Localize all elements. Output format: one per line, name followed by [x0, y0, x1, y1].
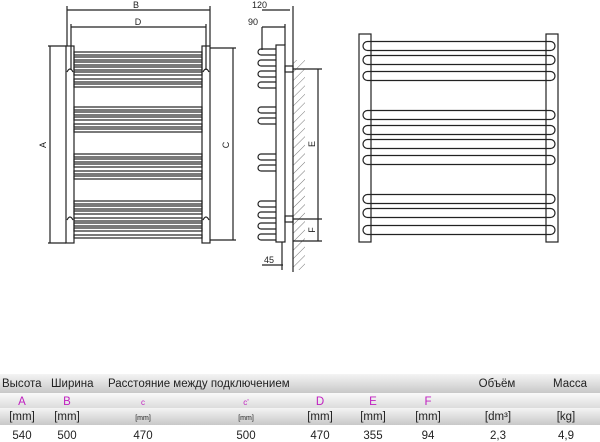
front-view: B D A C [38, 0, 236, 244]
side-fin [257, 48, 276, 56]
towel-tube [362, 207, 556, 219]
towel-tube [362, 54, 556, 66]
dim-label-90: 90 [248, 17, 258, 27]
dim-label-e: E [307, 141, 317, 147]
side-fin [257, 70, 276, 78]
table-value: 500 [57, 430, 76, 442]
dim-label-f: F [307, 227, 317, 233]
front-bar [73, 66, 203, 71]
front-bar [73, 170, 203, 175]
towel-tube [362, 124, 556, 136]
table-unit: [kg] [557, 411, 576, 423]
side-fin [257, 81, 276, 89]
front-bar [73, 158, 203, 163]
table-unit: [mm] [135, 415, 151, 422]
table-header: Высота [2, 378, 42, 390]
front-bar [73, 111, 203, 116]
table-value: 500 [236, 430, 255, 442]
side-fin [257, 164, 276, 172]
side-fin [257, 59, 276, 67]
side-fin [257, 106, 276, 114]
connection-mark [66, 68, 74, 73]
dim-label-120: 120 [252, 0, 267, 10]
front-bar [73, 227, 203, 232]
front-bar [73, 78, 203, 83]
table-value: 2,3 [490, 430, 506, 442]
front-bar [73, 61, 203, 66]
dim-label-a: A [38, 142, 48, 148]
side-fin [257, 200, 276, 208]
table-letter: B [63, 396, 71, 408]
table-value: 540 [12, 430, 31, 442]
front-bar [73, 175, 203, 180]
side-fin [257, 233, 276, 241]
table-letter: F [424, 396, 431, 408]
table-unit: [mm] [415, 411, 441, 423]
front-bar [73, 234, 203, 239]
front-bar [73, 51, 203, 56]
table-value: 470 [133, 430, 152, 442]
dim-label-45: 45 [264, 255, 274, 265]
table-unit: [mm] [9, 411, 35, 423]
table-header: Ширина [51, 378, 94, 390]
table-letter: E [369, 396, 377, 408]
front-bar [73, 222, 203, 227]
side-fin [257, 153, 276, 161]
table-unit: [dm³] [485, 411, 511, 423]
table-unit: [mm] [307, 411, 333, 423]
front-bar [73, 217, 203, 222]
front-bar [73, 128, 203, 133]
table-unit: [mm] [360, 411, 386, 423]
front-bar [73, 200, 203, 205]
towel-tube [362, 70, 556, 82]
front-bar [73, 153, 203, 158]
dim-label-c: C [221, 141, 231, 148]
perspective-view [358, 33, 559, 243]
front-bar [73, 163, 203, 168]
front-bar [73, 210, 203, 215]
side-fin [257, 117, 276, 125]
table-header: Объём [479, 378, 516, 390]
table-value: 355 [363, 430, 382, 442]
side-fin [257, 222, 276, 230]
spec-table: Высота Ширина Расстояние между подключение… [0, 374, 600, 442]
connection-mark [66, 216, 74, 221]
table-header: Масса [553, 378, 588, 390]
dim-label-d: D [135, 17, 142, 27]
table-letter: A [18, 396, 26, 408]
table-unit: [mm] [54, 411, 80, 423]
table-letter: c [141, 398, 145, 407]
towel-tube [362, 224, 556, 236]
table-value: 94 [422, 430, 435, 442]
front-bar [73, 106, 203, 111]
table-letter: c' [243, 398, 249, 407]
dim-label-b: B [133, 0, 139, 10]
towel-tube [362, 193, 556, 205]
table-value: 470 [310, 430, 329, 442]
front-bar [73, 116, 203, 121]
front-bar [73, 83, 203, 88]
connection-mark [202, 216, 210, 221]
table-unit: [mm] [238, 415, 254, 422]
towel-tube [362, 40, 556, 52]
side-view: 120 90 45 E F [248, 0, 322, 272]
towel-tube [362, 138, 556, 150]
table-header: Расстояние между подключением [108, 378, 290, 390]
front-bar [73, 56, 203, 61]
side-fin [257, 211, 276, 219]
table-value: 4,9 [558, 430, 574, 442]
table-letter: D [316, 396, 324, 408]
towel-tube [362, 154, 556, 166]
front-bar [73, 123, 203, 128]
front-bar [73, 205, 203, 210]
front-bar [73, 71, 203, 76]
towel-tube [362, 109, 556, 121]
